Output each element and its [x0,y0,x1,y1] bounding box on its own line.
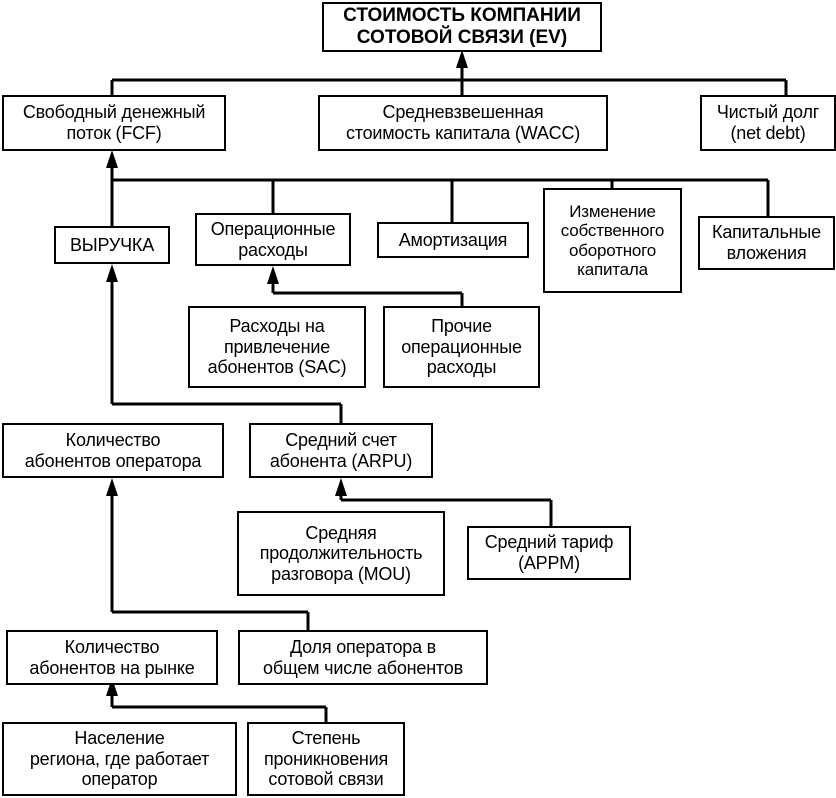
node-revenue[interactable]: ВЫРУЧКА [54,226,170,264]
wire-arpu-arrowhead [335,478,347,496]
node-market-subscribers[interactable]: Количество абонентов на рынке [6,630,218,685]
node-appm[interactable]: Средний тариф (APPM) [467,526,631,580]
wire-subscribers-arrowhead [106,478,118,496]
node-arpu[interactable]: Средний счет абонента (ARPU) [249,423,433,478]
node-mou[interactable]: Средняя продолжительность разговора (MOU… [237,511,445,596]
wire-fcf-arrowhead [106,150,118,168]
node-operator-subscribers[interactable]: Количество абонентов оператора [2,423,224,478]
node-other-operating-expenses[interactable]: Прочие операционные расходы [383,306,540,388]
node-capex[interactable]: Капитальные вложения [698,216,835,270]
wire-ev-arrowhead [456,50,468,68]
node-free-cash-flow[interactable]: Свободный денежный поток (FCF) [2,95,226,151]
node-net-debt[interactable]: Чистый долг (net debt) [700,95,836,151]
node-depreciation[interactable]: Амортизация [377,222,529,258]
node-sac[interactable]: Расходы на привлечение абонентов (SAC) [188,306,366,388]
node-population[interactable]: Население региона, где работает оператор [2,722,237,796]
node-working-capital-change[interactable]: Изменение собственного оборотного капита… [543,188,682,293]
node-operating-expenses[interactable]: Операционные расходы [195,213,351,266]
node-wacc[interactable]: Средневзвешенная стоимость капитала (WAC… [318,95,608,151]
node-enterprise-value[interactable]: СТОИМОСТЬ КОМПАНИИ СОТОВОЙ СВЯЗИ (EV) [322,2,602,52]
node-operator-share[interactable]: Доля оператора в общем числе абонентов [238,630,488,685]
wire-opex-arrowhead [267,266,279,284]
wire-revenue-arrowhead [106,264,118,282]
node-penetration[interactable]: Степень проникновения сотовой связи [247,722,405,796]
